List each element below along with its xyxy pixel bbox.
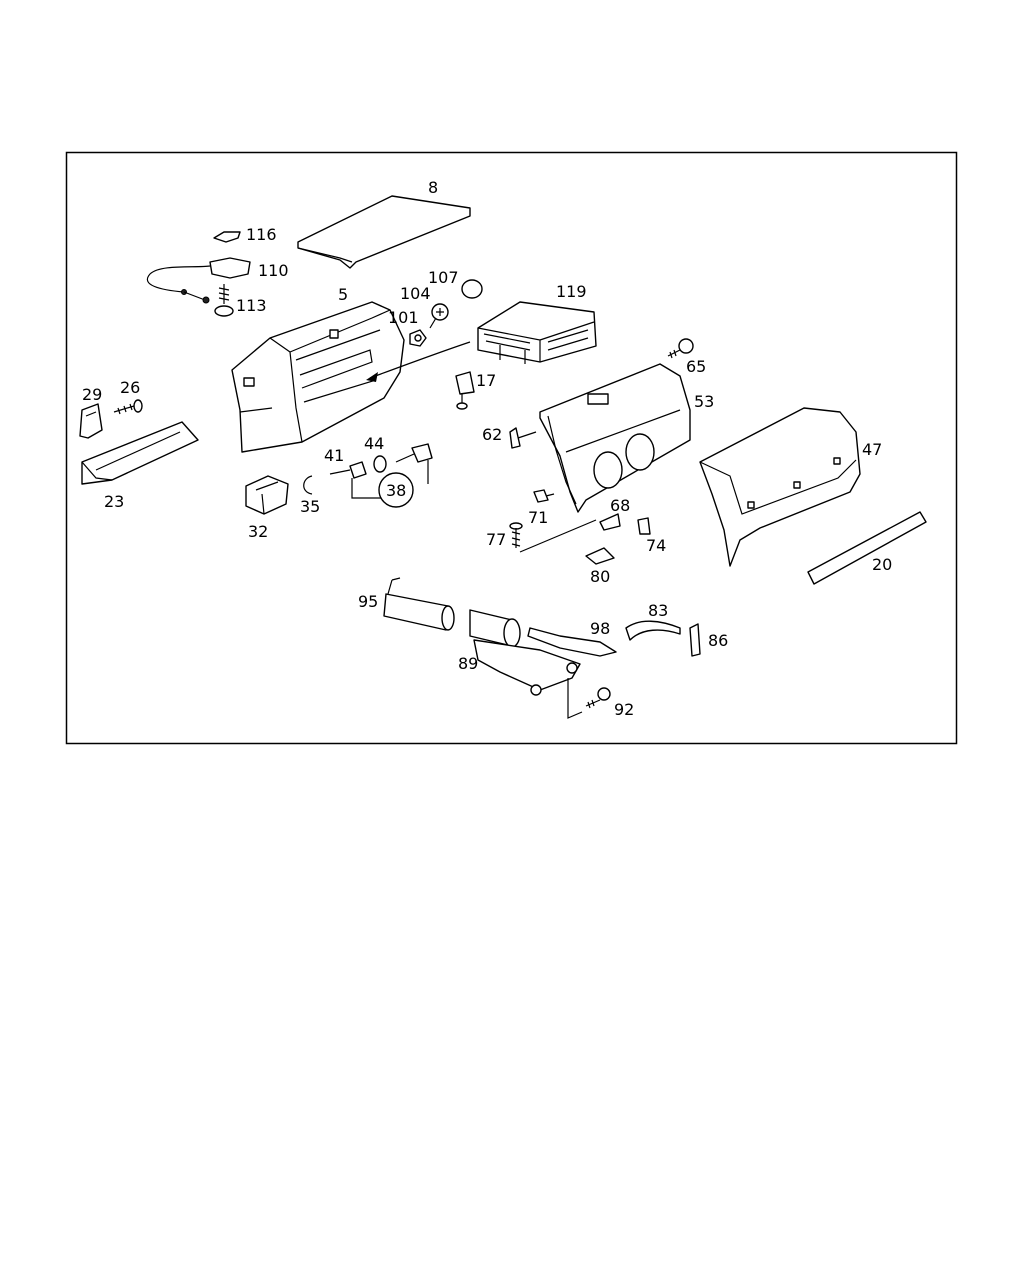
- label-35: 35: [300, 497, 320, 516]
- label-101: 101: [388, 308, 419, 327]
- label-29: 29: [82, 385, 102, 404]
- part-116-clip: [213, 231, 241, 243]
- part-104-screw: [429, 303, 449, 329]
- label-86: 86: [708, 631, 728, 650]
- label-107: 107: [428, 268, 459, 287]
- label-98: 98: [590, 619, 610, 638]
- part-68-clip: [599, 513, 621, 531]
- label-71: 71: [528, 508, 548, 527]
- part-62-bolt: [509, 427, 537, 449]
- part-38-callout-circle: [378, 472, 414, 508]
- part-41-lock-cylinder: [329, 461, 367, 479]
- part-83-arm: [625, 620, 681, 641]
- label-74: 74: [646, 536, 666, 555]
- part-86-clip: [689, 623, 701, 657]
- part-8-cover-panel: [297, 195, 471, 269]
- label-17: 17: [476, 371, 496, 390]
- part-95-canister: [383, 577, 455, 631]
- label-119: 119: [556, 282, 587, 301]
- label-116: 116: [246, 225, 277, 244]
- part-89-bracket-roll: [469, 609, 581, 696]
- label-104: 104: [400, 284, 431, 303]
- label-47: 47: [862, 440, 882, 459]
- diagram-frame: [65, 151, 958, 745]
- part-77-screw: [509, 519, 597, 553]
- label-68: 68: [610, 496, 630, 515]
- label-32: 32: [248, 522, 268, 541]
- part-65-screw: [667, 338, 694, 359]
- part-5-glovebox-housing: [231, 301, 405, 453]
- label-113: 113: [236, 296, 267, 315]
- part-26-screw: [113, 399, 143, 415]
- label-110: 110: [258, 261, 289, 280]
- part-38-key: [351, 443, 433, 499]
- label-92: 92: [614, 700, 634, 719]
- label-20: 20: [872, 555, 892, 574]
- part-71-screw: [533, 489, 555, 503]
- part-labels: 8 116 110 113 5 107 104 101 119 65 17 29…: [82, 178, 892, 719]
- part-20-trim-strip: [807, 511, 927, 585]
- part-110-cable-switch: [147, 257, 251, 304]
- label-53: 53: [694, 392, 714, 411]
- part-80-clip: [585, 547, 615, 565]
- label-95: 95: [358, 592, 378, 611]
- part-119-air-box: [477, 301, 597, 364]
- label-44: 44: [364, 434, 384, 453]
- label-41: 41: [324, 446, 344, 465]
- part-23-tray: [81, 421, 199, 485]
- label-83: 83: [648, 601, 668, 620]
- arrow-head: [366, 372, 378, 382]
- part-113-screw: [214, 284, 234, 317]
- label-77: 77: [486, 530, 506, 549]
- label-8: 8: [428, 178, 438, 197]
- part-35-clip: [303, 475, 313, 495]
- part-74-clip: [637, 517, 651, 535]
- label-62: 62: [482, 425, 502, 444]
- label-80: 80: [590, 567, 610, 586]
- label-5: 5: [338, 285, 348, 304]
- part-32-latch: [245, 475, 289, 515]
- part-17-clip: [455, 371, 475, 410]
- label-23: 23: [104, 492, 124, 511]
- part-44-ring: [373, 455, 387, 473]
- assembly-arrow: [369, 341, 471, 379]
- label-26: 26: [120, 378, 140, 397]
- part-92-bolt: [567, 678, 611, 719]
- label-38: 38: [386, 481, 406, 500]
- part-98-hinge: [527, 627, 617, 657]
- label-65: 65: [686, 357, 706, 376]
- label-89: 89: [458, 654, 478, 673]
- part-47-glovebox-lid: [699, 407, 861, 567]
- part-53-center-frame: [539, 363, 691, 513]
- part-101-nut: [409, 329, 427, 347]
- part-29-bracket: [79, 403, 103, 439]
- part-107-cap: [461, 279, 483, 299]
